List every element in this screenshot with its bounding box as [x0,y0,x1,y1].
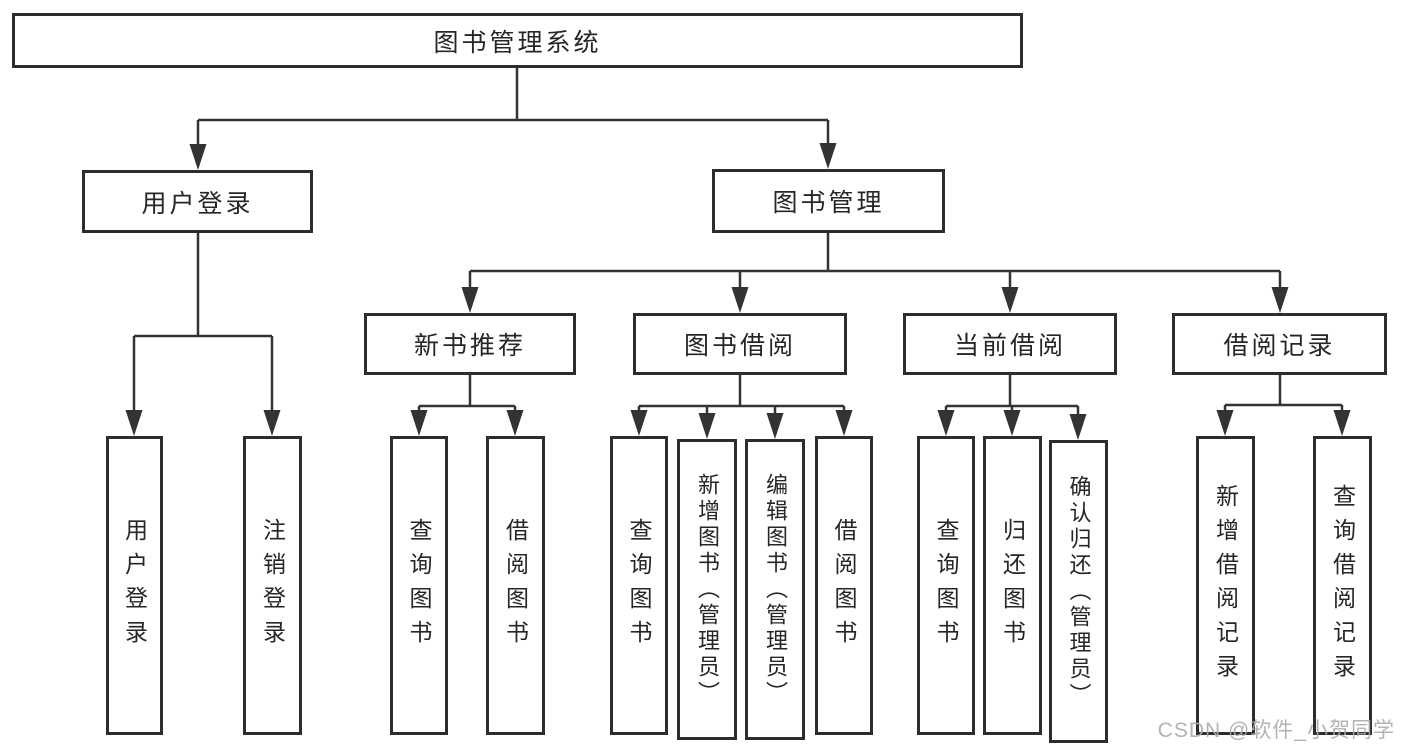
leaf-user-login-label: 用户登录 [121,517,148,654]
connector-root-to-level2 [189,68,837,170]
node-borrowing-records: 借阅记录 [1172,313,1387,375]
leaf-logout-label: 注销登录 [259,517,286,654]
leaf-confirm-return-admin-label: 确认归还（管理员） [1066,474,1092,709]
arrow-icon [125,410,143,436]
arrow-icon [1333,410,1351,436]
node-new-book-recommendation-label: 新书推荐 [413,332,526,360]
leaf-logout: 注销登录 [243,436,302,735]
leaf-user-login: 用户登录 [106,436,163,735]
arrow-icon [731,287,749,313]
connector-book-borrow-to-leaves [630,375,853,439]
node-new-book-recommendation: 新书推荐 [364,313,576,375]
leaf-query-books-borrow: 查询图书 [610,436,668,735]
node-root-label: 图书管理系统 [433,28,602,57]
connector-new-book-to-leaves [410,375,524,436]
arrow-icon [1216,410,1234,436]
arrow-icon [189,144,207,170]
arrow-icon [630,410,648,436]
node-book-borrowing-label: 图书借阅 [683,332,796,360]
arrow-icon [461,287,479,313]
connector-current-borrow-to-leaves [937,375,1087,440]
node-user-login-label: 用户登录 [141,189,254,218]
leaf-borrow-books-recommend: 借阅图书 [486,436,545,735]
arrow-icon [1271,287,1289,313]
arrow-icon [937,410,955,436]
arrow-icon [1001,287,1019,313]
node-book-borrowing: 图书借阅 [633,313,847,375]
leaf-query-borrow-record-label: 查询借阅记录 [1329,483,1356,688]
arrow-icon [819,143,837,169]
leaf-query-books-current: 查询图书 [917,436,975,735]
arrow-icon [506,410,524,436]
connector-book-management-to-level3 [461,233,1289,313]
leaf-query-borrow-record: 查询借阅记录 [1313,436,1372,735]
arrow-icon [263,410,281,436]
leaf-return-books: 归还图书 [983,436,1042,735]
connector-borrow-records-to-leaves [1216,375,1351,436]
leaf-add-borrow-record-label: 新增借阅记录 [1212,483,1239,688]
leaf-borrow-books-label: 借阅图书 [831,517,857,654]
watermark: CSDN @软件_小贺同学 [1157,719,1395,742]
leaf-confirm-return-admin: 确认归还（管理员） [1049,440,1108,743]
arrow-icon [410,410,428,436]
leaf-edit-books-admin-label: 编辑图书（管理员） [763,472,788,707]
leaf-query-books-recommend: 查询图书 [390,436,448,735]
leaf-query-books-recommend-label: 查询图书 [406,517,432,654]
arrow-icon [698,413,716,439]
connector-user-login-to-leaves [125,233,281,436]
arrow-icon [835,410,853,436]
node-current-borrowing: 当前借阅 [903,313,1117,375]
node-book-management-label: 图书管理 [772,189,885,217]
arrow-icon [1069,414,1087,440]
node-borrowing-records-label: 借阅记录 [1223,332,1336,360]
node-root: 图书管理系统 [12,13,1023,68]
leaf-add-borrow-record: 新增借阅记录 [1196,436,1255,735]
leaf-edit-books-admin: 编辑图书（管理员） [745,439,805,740]
arrow-icon [766,413,784,439]
leaf-query-books-borrow-label: 查询图书 [626,517,652,654]
node-user-login: 用户登录 [82,170,313,233]
leaf-add-books-admin: 新增图书（管理员） [677,439,737,740]
node-book-management: 图书管理 [712,169,945,233]
leaf-query-books-current-label: 查询图书 [933,517,959,654]
node-current-borrowing-label: 当前借阅 [953,332,1066,360]
leaf-add-books-admin-label: 新增图书（管理员） [695,472,720,707]
leaf-borrow-books-recommend-label: 借阅图书 [502,517,529,654]
leaf-return-books-label: 归还图书 [999,517,1026,654]
leaf-borrow-books: 借阅图书 [815,436,873,735]
arrow-icon [1003,410,1021,436]
